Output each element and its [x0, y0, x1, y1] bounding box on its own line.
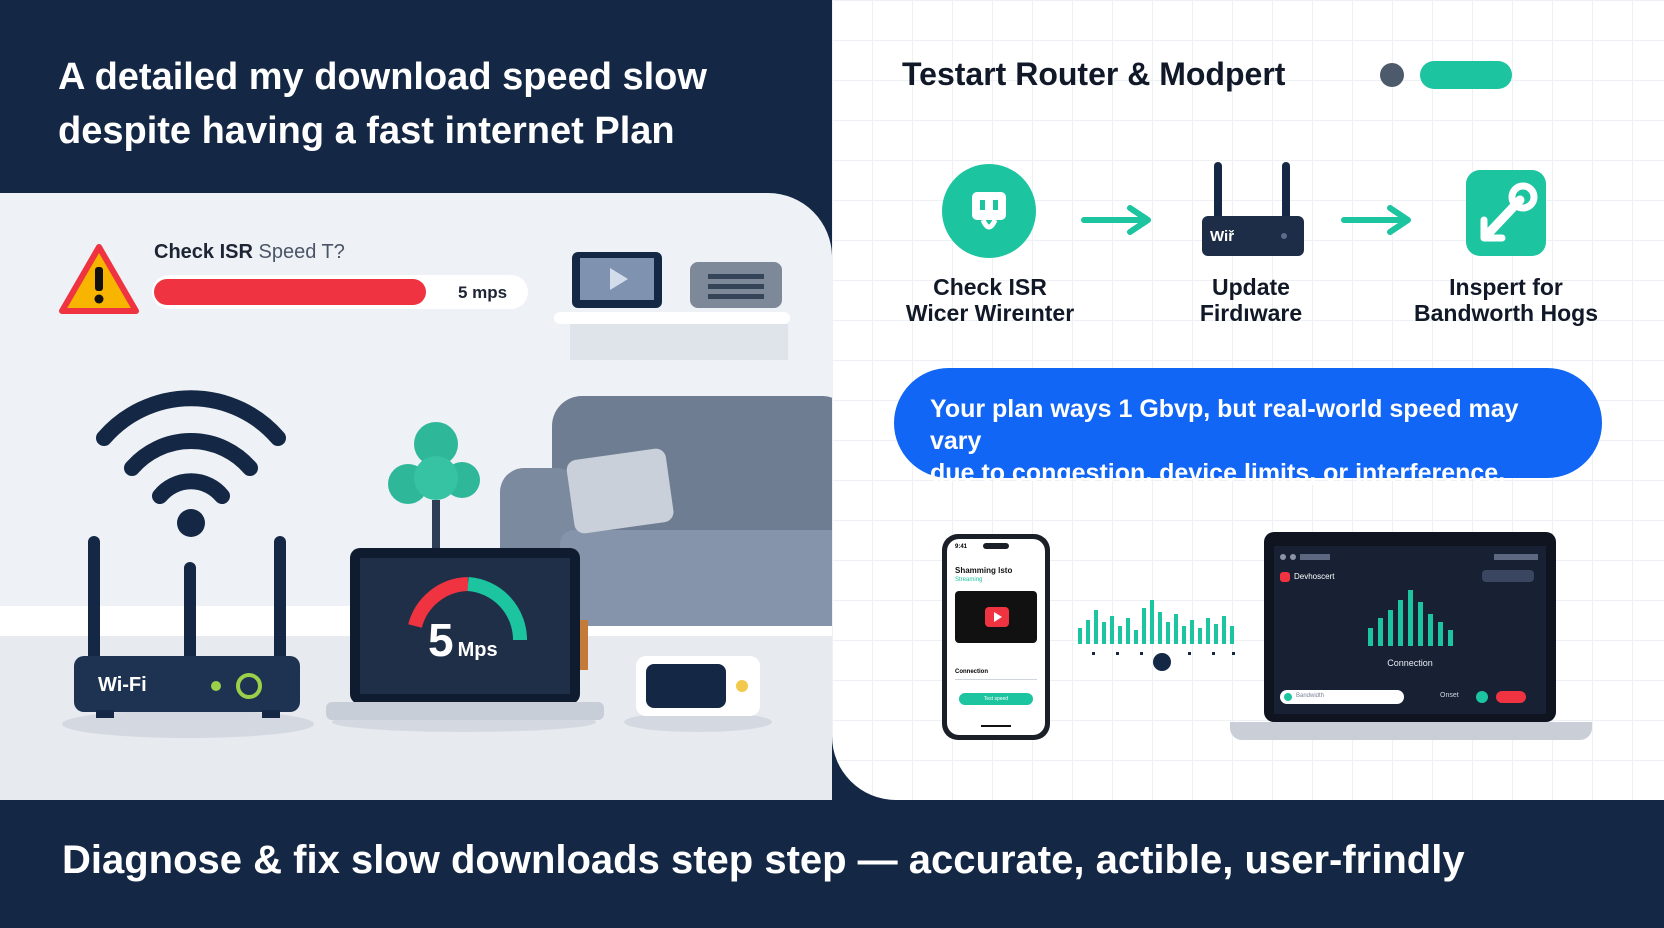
- step-check-isr-line-1: Check ISR: [933, 274, 1047, 300]
- router-icon: [1196, 160, 1316, 260]
- laptop-device: [326, 548, 604, 720]
- plan-speed-info-banner: Your plan ways 1 Gbvp, but real-world sp…: [894, 368, 1602, 487]
- power-led: [236, 673, 262, 699]
- wall-shelf: [554, 312, 790, 324]
- play-icon[interactable]: [985, 607, 1009, 627]
- step-bandwidth-hogs: Inspert for Bandworth Hogs: [1396, 274, 1616, 326]
- arrow-right-icon: [1340, 200, 1420, 240]
- smartphone-mockup: 9:41 Shamming lsto Streaming Connection …: [942, 534, 1050, 740]
- phone-home-bar: [981, 725, 1011, 727]
- video-thumbnail[interactable]: [955, 591, 1037, 643]
- set-top-box-icon: [690, 262, 782, 308]
- laptop-mockup: Devhoscert Connection Bandwidth Onset: [1264, 532, 1556, 722]
- app-name: Devhoscert: [1294, 572, 1335, 581]
- info-line-2: due to congestion, device limits, or int…: [930, 459, 1506, 487]
- page-title-line-1: A detailed my download speed slow: [58, 56, 707, 98]
- laptop-speed-unit: Mps: [457, 639, 498, 661]
- laptop-base: [1230, 722, 1592, 740]
- step-update-firmware-line-1: Update: [1212, 274, 1290, 300]
- smart-speaker: [636, 656, 760, 716]
- waveform-graphic: [1078, 600, 1235, 671]
- phone-app-subtitle: Streaming: [955, 577, 983, 583]
- page-title: A detailed my download speed slow despit…: [58, 50, 778, 158]
- speed-test-label-main: Check ISR: [154, 241, 253, 263]
- connection-label: Connection: [1387, 658, 1433, 668]
- step-bandwidth-hogs-line-1: Inspert for: [1449, 274, 1563, 300]
- tv-icon: [572, 252, 662, 308]
- warning-icon: [58, 243, 140, 315]
- laptop-screen: Devhoscert Connection Bandwidth Onset: [1274, 546, 1546, 714]
- speed-test-label: Check ISR Speed T?: [154, 241, 345, 264]
- phone-screen: 9:41 Shamming lsto Streaming Connection …: [947, 539, 1045, 735]
- bandwidth-input[interactable]: Bandwidth: [1280, 690, 1404, 704]
- plant-icon: [388, 422, 480, 550]
- app-logo-icon: [1280, 572, 1290, 582]
- footer-tagline: Diagnose & fix slow downloads step step …: [62, 838, 1465, 882]
- speed-test-label-sub: Speed T?: [258, 241, 345, 263]
- phone-app-title: Shamming lsto: [955, 566, 1013, 575]
- carousel-active-pill[interactable]: [1420, 61, 1512, 89]
- bandwidth-bars-icon: [1368, 590, 1453, 646]
- phone-notch: [983, 543, 1009, 549]
- plug-icon: [942, 164, 1036, 258]
- page-title-line-2: despite having a fast internet Plan: [58, 110, 675, 152]
- step-update-firmware-line-2: Firdıware: [1199, 300, 1303, 326]
- wifi-dot: [177, 509, 205, 537]
- step-check-isr: Check ISR Wicer Wireınter: [880, 274, 1100, 326]
- speed-meter-fill: [154, 279, 426, 305]
- app-toolbar: [1280, 554, 1540, 562]
- arrow-right-icon: [1080, 200, 1160, 240]
- wrench-icon: [1466, 170, 1546, 256]
- status-led: [211, 681, 221, 691]
- phone-status-time: 9:41: [955, 544, 968, 550]
- router-device: [74, 536, 300, 718]
- speed-meter: 5 mps: [152, 275, 528, 309]
- shelf-cabinet: [570, 324, 788, 360]
- step-bandwidth-hogs-line-2: Bandworth Hogs: [1414, 300, 1598, 326]
- carousel-dot[interactable]: [1380, 63, 1404, 87]
- laptop-speed-value: 5: [428, 614, 454, 666]
- router-icon-label: Wiř: [1210, 228, 1235, 245]
- info-line-1: Your plan ways 1 Gbvp, but real-world sp…: [930, 395, 1519, 455]
- phone-section-label: Connection: [955, 669, 988, 675]
- troubleshooting-panel: Testart Router & Modpert Wiř C: [832, 0, 1664, 800]
- router-label: Wi-Fi: [98, 674, 147, 696]
- disconnect-button[interactable]: [1496, 691, 1526, 703]
- bandwidth-input-value: Bandwidth: [1296, 693, 1325, 699]
- input-status-icon: [1284, 693, 1292, 701]
- connection-status: Onset: [1440, 692, 1459, 699]
- phone-divider: [955, 679, 1037, 680]
- step-check-isr-line-2: Wicer Wireınter: [905, 300, 1075, 326]
- scene-illustration: [0, 252, 832, 801]
- speed-meter-value: 5 mps: [458, 283, 508, 302]
- panel-title: Testart Router & Modpert: [902, 56, 1286, 92]
- phone-action-button[interactable]: Test speed: [959, 693, 1033, 705]
- waveform-slider-handle[interactable]: [1153, 653, 1171, 671]
- app-menu-button[interactable]: [1482, 570, 1534, 582]
- confirm-button[interactable]: [1476, 691, 1488, 703]
- footer-banner: Diagnose & fix slow downloads step step …: [0, 800, 1664, 928]
- wifi-signal-icon: [96, 390, 286, 504]
- step-update-firmware: Update Firdıware: [1141, 274, 1361, 326]
